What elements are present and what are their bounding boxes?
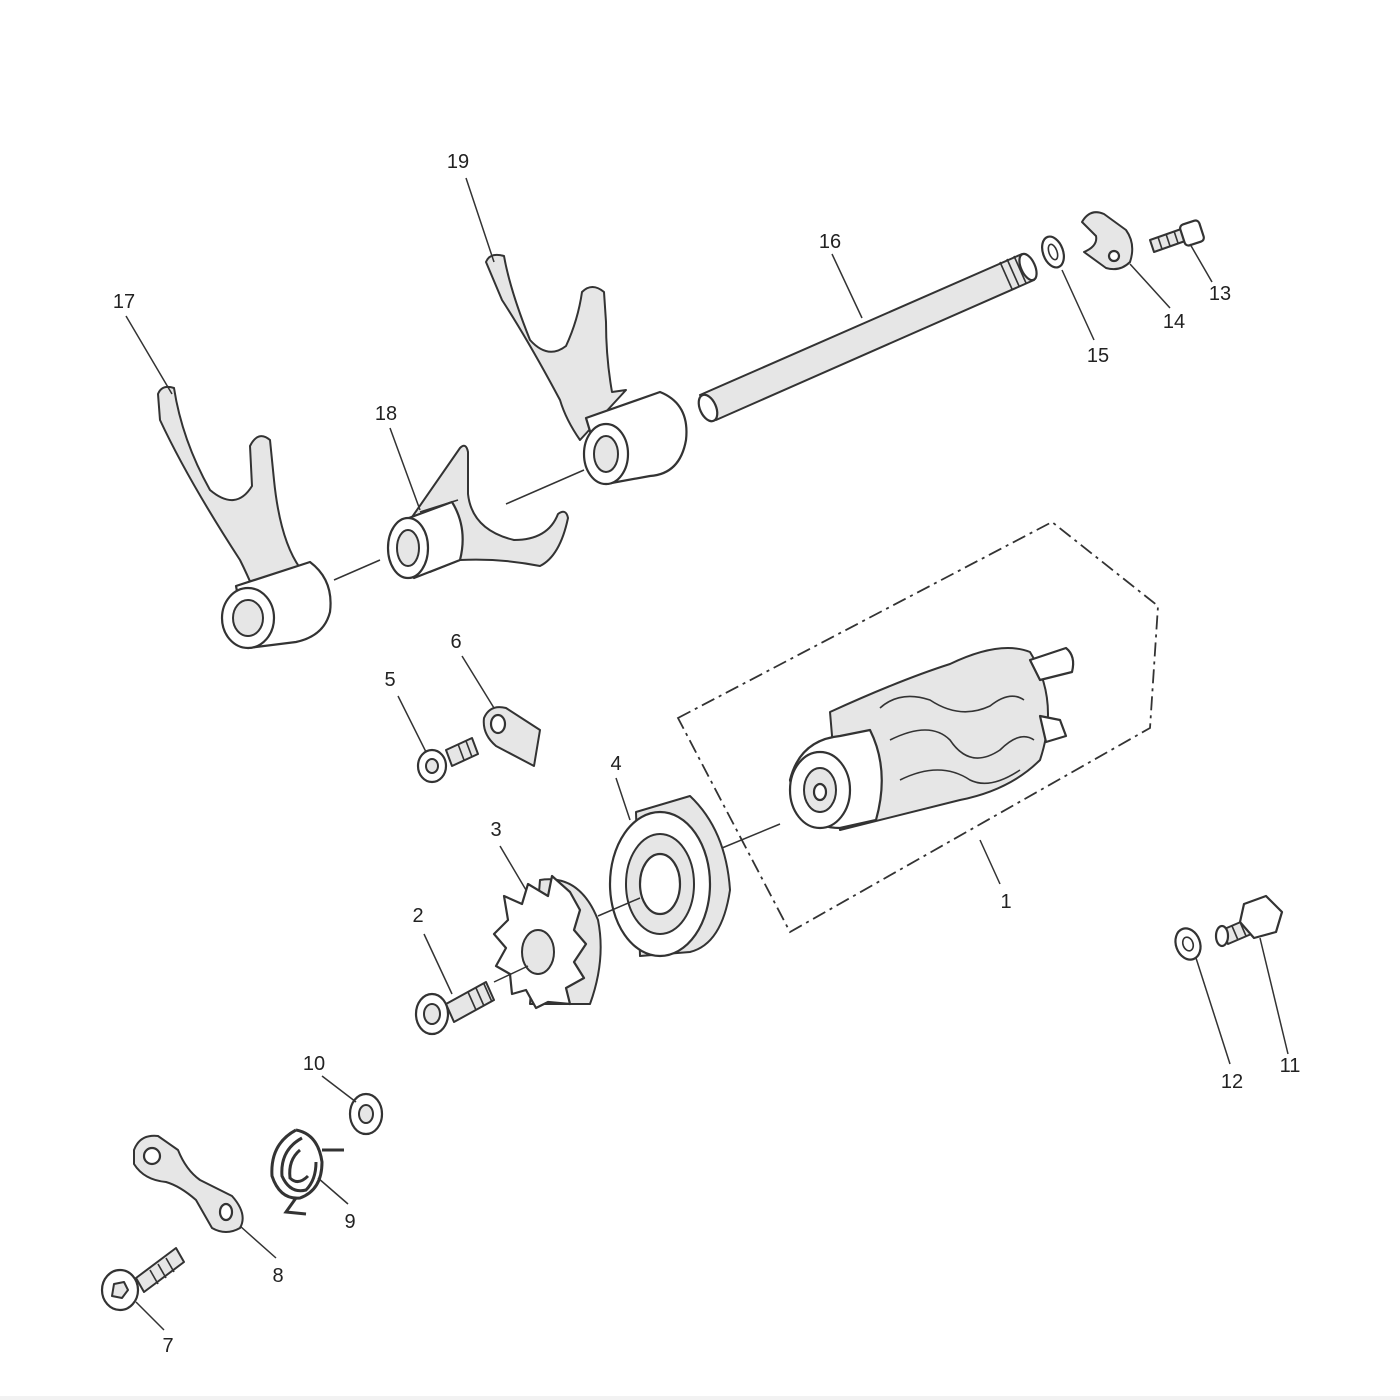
axis-line-18-19 (505, 469, 585, 505)
part-4-bearing (608, 795, 731, 958)
part-12-washer (1174, 927, 1202, 961)
callout-12: 12 (1221, 1071, 1243, 1093)
callout-8: 8 (272, 1265, 283, 1287)
part-8-stopper-arm (133, 1134, 244, 1233)
callout-5: 5 (384, 669, 395, 691)
assembly-boundary (676, 520, 1159, 934)
part-5-screw (416, 737, 479, 784)
part-1-shift-drum (788, 646, 1075, 831)
callout-16: 16 (819, 231, 841, 253)
callout-7: 7 (162, 1335, 173, 1357)
callout-9: 9 (344, 1211, 355, 1233)
part-14-retainer-plate (1081, 211, 1134, 271)
part-16-shaft (697, 252, 1038, 423)
callout-4: 4 (610, 753, 621, 775)
part-18-shift-fork (386, 444, 569, 580)
callout-17: 17 (113, 291, 135, 313)
callout-15: 15 (1087, 345, 1109, 367)
part-10-washer (348, 1092, 384, 1136)
callout-1: 1 (1000, 891, 1011, 913)
callout-14: 14 (1163, 311, 1185, 333)
bottom-rule (0, 1396, 1400, 1400)
callout-6: 6 (450, 631, 461, 653)
callout-11: 11 (1280, 1055, 1301, 1077)
part-9-spring (270, 1128, 344, 1216)
callout-19: 19 (447, 151, 469, 173)
part-11-bolt (1214, 894, 1284, 948)
part-19-shift-fork (485, 253, 688, 486)
callout-18: 18 (375, 403, 397, 425)
part-17-shift-fork (157, 385, 332, 650)
part-15-washer (1041, 235, 1065, 269)
axis-line-4-3 (597, 897, 641, 917)
callout-3: 3 (490, 819, 501, 841)
part-6-locking-plate (482, 706, 541, 767)
axis-line-2-3 (493, 965, 529, 983)
part-2-bolt (414, 981, 495, 1036)
callout-10: 10 (303, 1053, 325, 1075)
part-7-bolt (100, 1247, 185, 1312)
axis-line-17-18 (333, 559, 381, 581)
leader-lines (125, 177, 1289, 1331)
part-3-star-cam (492, 874, 602, 1010)
part-13-screw (1149, 219, 1205, 253)
callout-13: 13 (1209, 283, 1231, 305)
callout-2: 2 (412, 905, 423, 927)
axis-line-1-4 (721, 823, 781, 849)
